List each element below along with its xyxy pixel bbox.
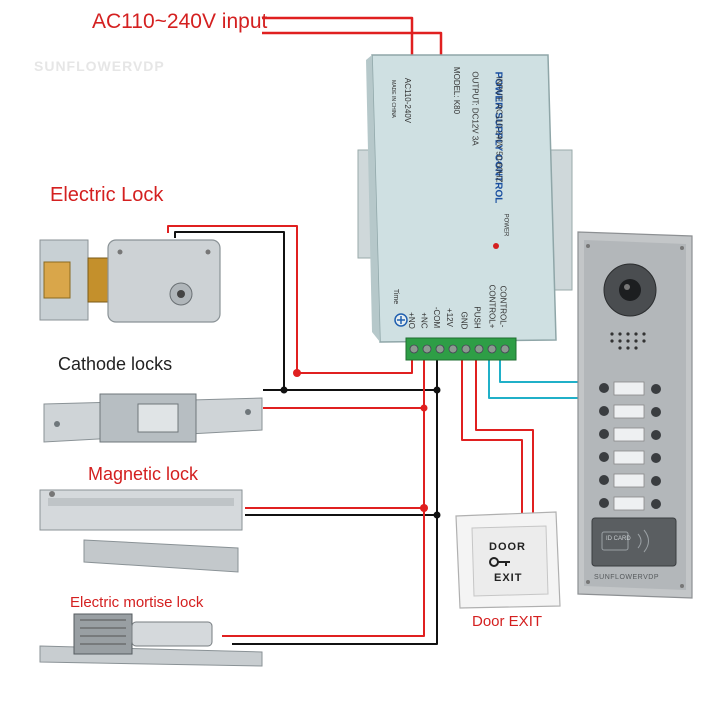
call-button-row-2	[599, 404, 661, 419]
door-exit-button-image	[455, 511, 561, 609]
electric-lock-image	[39, 239, 221, 323]
watermark: SUNFLOWERVDP	[34, 58, 165, 74]
label-electric-lock: Electric Lock	[50, 184, 164, 206]
psu-voltage: AC110-240V	[403, 77, 413, 124]
call-button-row-4	[599, 450, 661, 465]
call-button-row-1	[599, 381, 661, 396]
input-title: AC110~240V input	[92, 10, 268, 33]
key-icon	[489, 557, 510, 567]
call-button-row-6	[599, 496, 661, 511]
terminal-label-nc: +NC	[419, 312, 429, 329]
exit-red	[461, 356, 523, 520]
terminal-label-control-plus: CONTROL+	[487, 284, 497, 329]
electric-lock-black	[174, 231, 285, 390]
control-cyan-1	[488, 356, 578, 399]
call-buttons	[599, 381, 661, 511]
electric-lock-red	[167, 225, 298, 373]
terminal-label-12v: +12V	[444, 308, 454, 327]
call-button-row-5	[599, 473, 661, 488]
wires	[167, 16, 578, 645]
terminal-label-gnd: GND	[459, 311, 469, 330]
label-cathode-locks: Cathode locks	[58, 354, 173, 374]
bus-red-2	[263, 356, 425, 409]
psu-power-label: POWER	[502, 213, 509, 237]
magnetic-red	[245, 408, 425, 509]
mortise-red	[222, 508, 425, 637]
terminal-label-no: +NO	[406, 312, 416, 329]
intercom-panel	[577, 231, 693, 599]
psu-time-label: Time	[392, 288, 400, 305]
ac-wire-1	[262, 16, 414, 55]
camera-icon	[603, 263, 657, 317]
panel-card-label: ID CARD	[606, 536, 631, 542]
psu-output: OUTPUT: DC12V 3A	[470, 71, 480, 146]
terminal-label-push: PUSH	[472, 306, 482, 329]
terminal-label-com: -COM	[432, 306, 442, 329]
label-magnetic-lock: Magnetic lock	[88, 464, 199, 484]
cathode-lock-image	[43, 393, 263, 443]
psu-input: INPUT: AC110-240V 50-60HZ	[494, 76, 504, 183]
exit-red-2	[475, 356, 534, 520]
exit-door-text: DOOR	[489, 541, 526, 553]
control-cyan-2	[499, 356, 578, 383]
mortise-lock-image	[39, 613, 263, 667]
exit-exit-text: EXIT	[494, 572, 523, 584]
rfid-icon	[637, 529, 649, 553]
psu-model: MODEL: K80	[452, 66, 462, 115]
card-reader	[591, 517, 677, 567]
power-led	[493, 243, 499, 249]
label-door-exit: Door EXIT	[472, 613, 543, 630]
mortise-black	[232, 515, 438, 645]
bus-red-1	[297, 356, 413, 374]
power-supply-box	[357, 54, 573, 361]
psu-made-in: MADE IN CHINA	[389, 80, 396, 118]
label-mortise-lock: Electric mortise lock	[70, 594, 204, 611]
magnetic-lock-image	[39, 489, 243, 573]
call-button-row-3	[599, 427, 661, 442]
speaker-grille	[610, 332, 646, 350]
panel-brand: SUNFLOWERVDP	[594, 574, 659, 581]
terminal-screws	[409, 344, 510, 354]
ac-wire-2	[262, 31, 443, 55]
terminal-label-control-minus: CONTROL-	[498, 285, 508, 328]
